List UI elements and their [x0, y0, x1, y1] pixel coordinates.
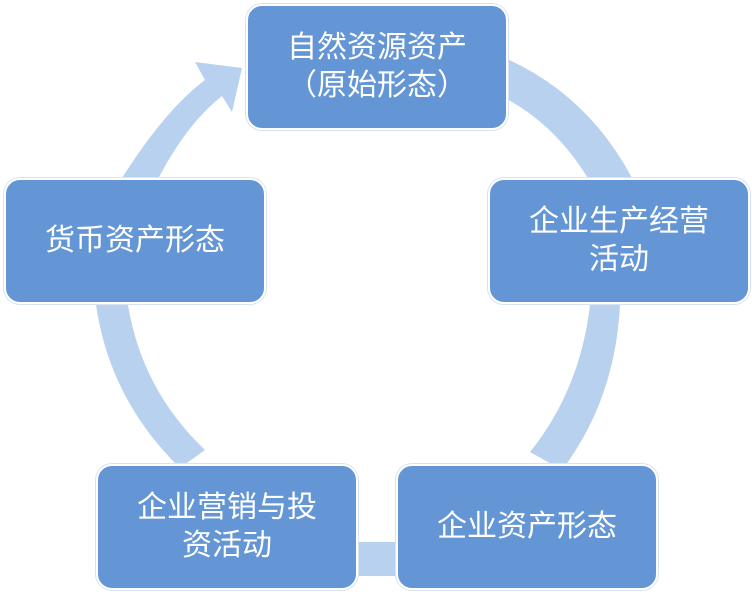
node-enterprise-marketing-investment: 企业营销与投 资活动: [96, 464, 358, 590]
arc-5-to-1-arrow: [122, 62, 242, 185]
node-enterprise-production-operations: 企业生产经营 活动: [488, 178, 750, 304]
node-enterprise-asset-form: 企业资产形态: [396, 464, 658, 590]
node-natural-resource-assets: 自然资源资产 （原始形态）: [246, 4, 508, 130]
arc-1-to-2: [505, 58, 632, 200]
node-label: 企业营销与投 资活动: [137, 490, 317, 563]
node-label: 企业生产经营 活动: [529, 204, 709, 277]
node-label: 货币资产形态: [45, 223, 225, 258]
arc-3-to-4: [354, 542, 402, 576]
arc-4-to-5: [96, 305, 205, 468]
arc-2-to-3: [530, 305, 620, 470]
node-monetary-asset-form: 货币资产形态: [4, 178, 266, 304]
node-label: 企业资产形态: [437, 509, 617, 544]
node-label: 自然资源资产 （原始形态）: [287, 30, 467, 103]
